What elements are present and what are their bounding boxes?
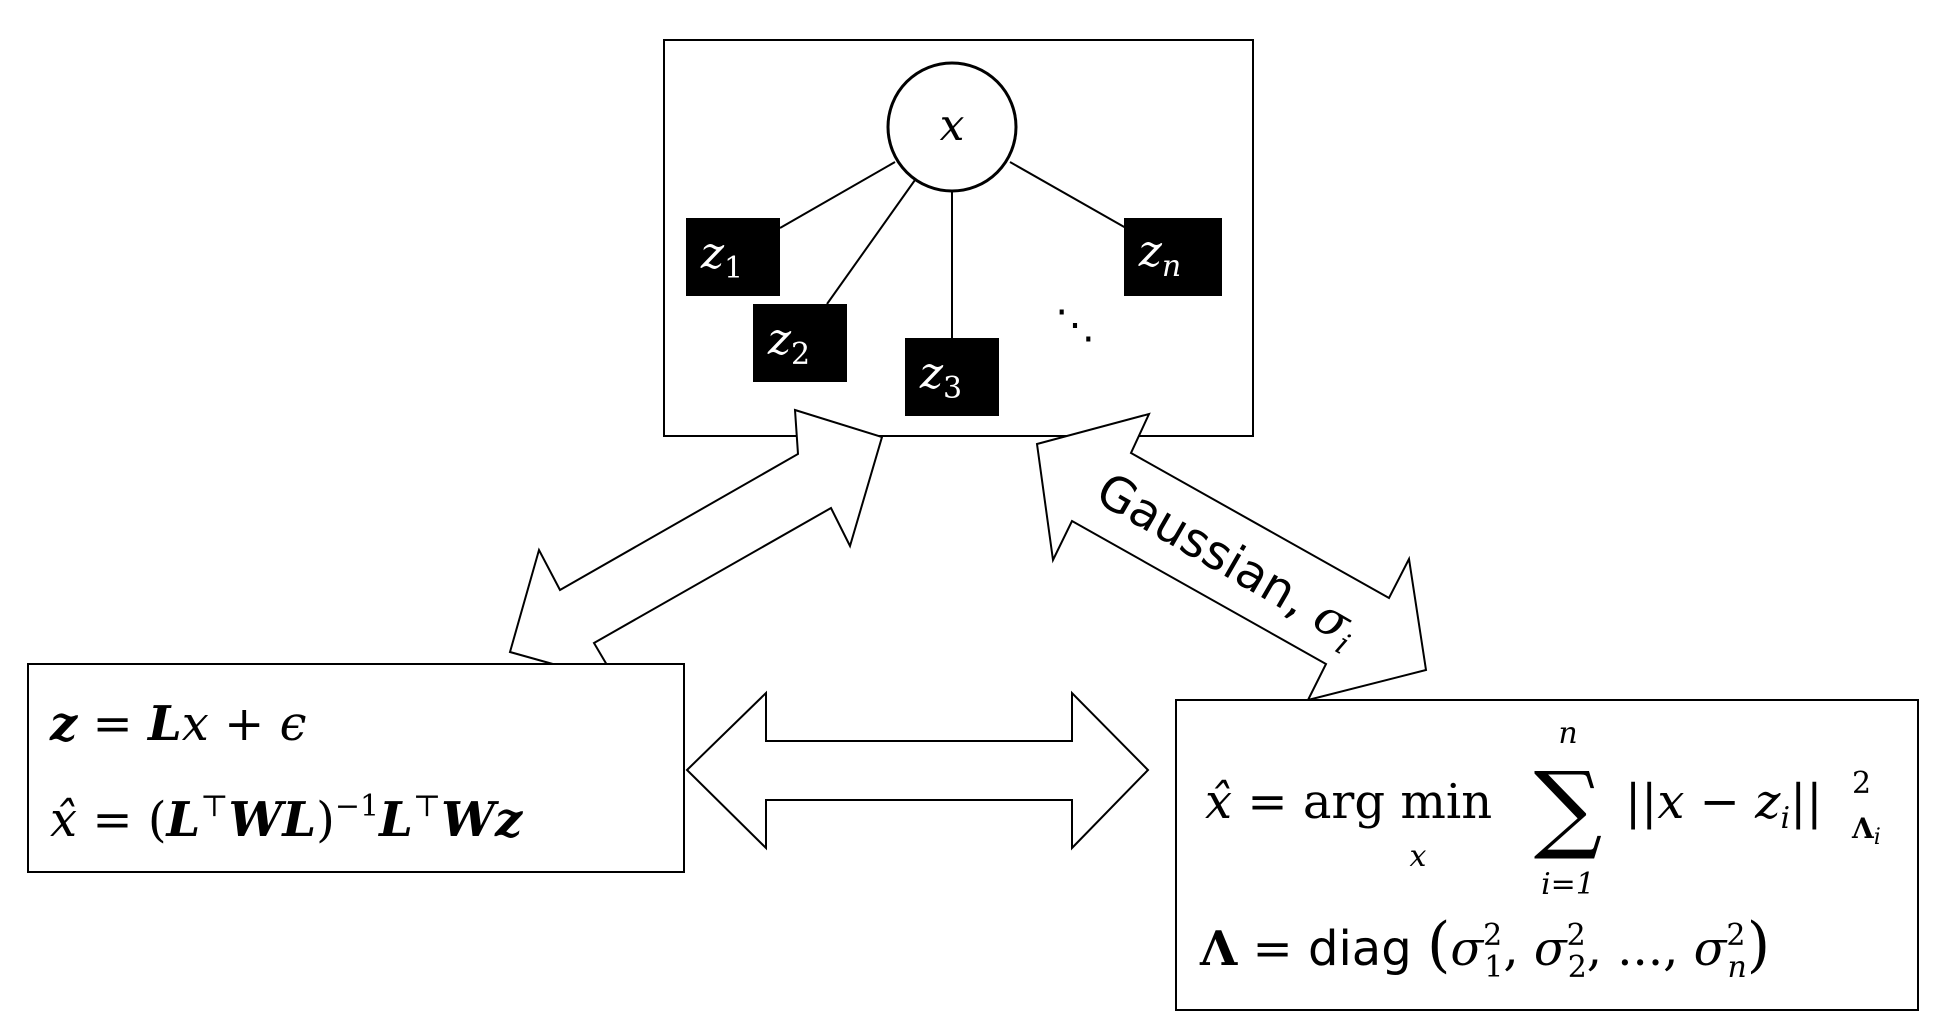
norm-term: ||x − zi|| [1625, 774, 1822, 836]
svg-text:z2: z2 [767, 314, 810, 372]
least-squares-solution: x̂ = (L⊤WL)−1L⊤Wz [50, 789, 524, 848]
sum-upper-limit: n [1558, 716, 1577, 751]
double-arrow-horizontal [685, 690, 1150, 851]
factor-graph-box [663, 39, 1254, 437]
argmin-subscript: x [1410, 839, 1427, 874]
factor-node-z2: z2 [753, 304, 847, 382]
graph-ellipsis: ⋱ [1055, 302, 1095, 348]
variable-node-x-label: x [940, 100, 965, 151]
sum-lower-limit: i=1 [1541, 867, 1595, 902]
norm-weight-subscript: Λi [1851, 812, 1881, 850]
argmin-equation-lhs: x̂ = arg min [1205, 774, 1492, 830]
double-arrow-top-left [508, 408, 884, 684]
svg-text:z1: z1 [700, 228, 743, 286]
edge-x-zn [1009, 161, 1127, 229]
factor-node-zn: zn [1124, 218, 1222, 296]
edge-x-z2 [826, 179, 916, 305]
factor-node-z1: z1 [686, 218, 780, 296]
linear-model-equation: z = Lx + ϵ [49, 696, 306, 752]
linear-model-box [27, 663, 685, 873]
factor-node-z3: z3 [905, 338, 999, 416]
norm-power: 2 [1852, 766, 1871, 801]
double-arrow-gaussian: Gaussian, σi [1035, 412, 1428, 702]
optimization-box [1175, 699, 1919, 1011]
edge-x-z1 [779, 161, 896, 229]
svg-text:z3: z3 [919, 348, 962, 406]
svg-text:zn: zn [1138, 226, 1182, 284]
graph-edges [779, 161, 1127, 340]
sum-symbol: ∑ [1534, 751, 1603, 863]
variable-node-x [886, 61, 1018, 193]
